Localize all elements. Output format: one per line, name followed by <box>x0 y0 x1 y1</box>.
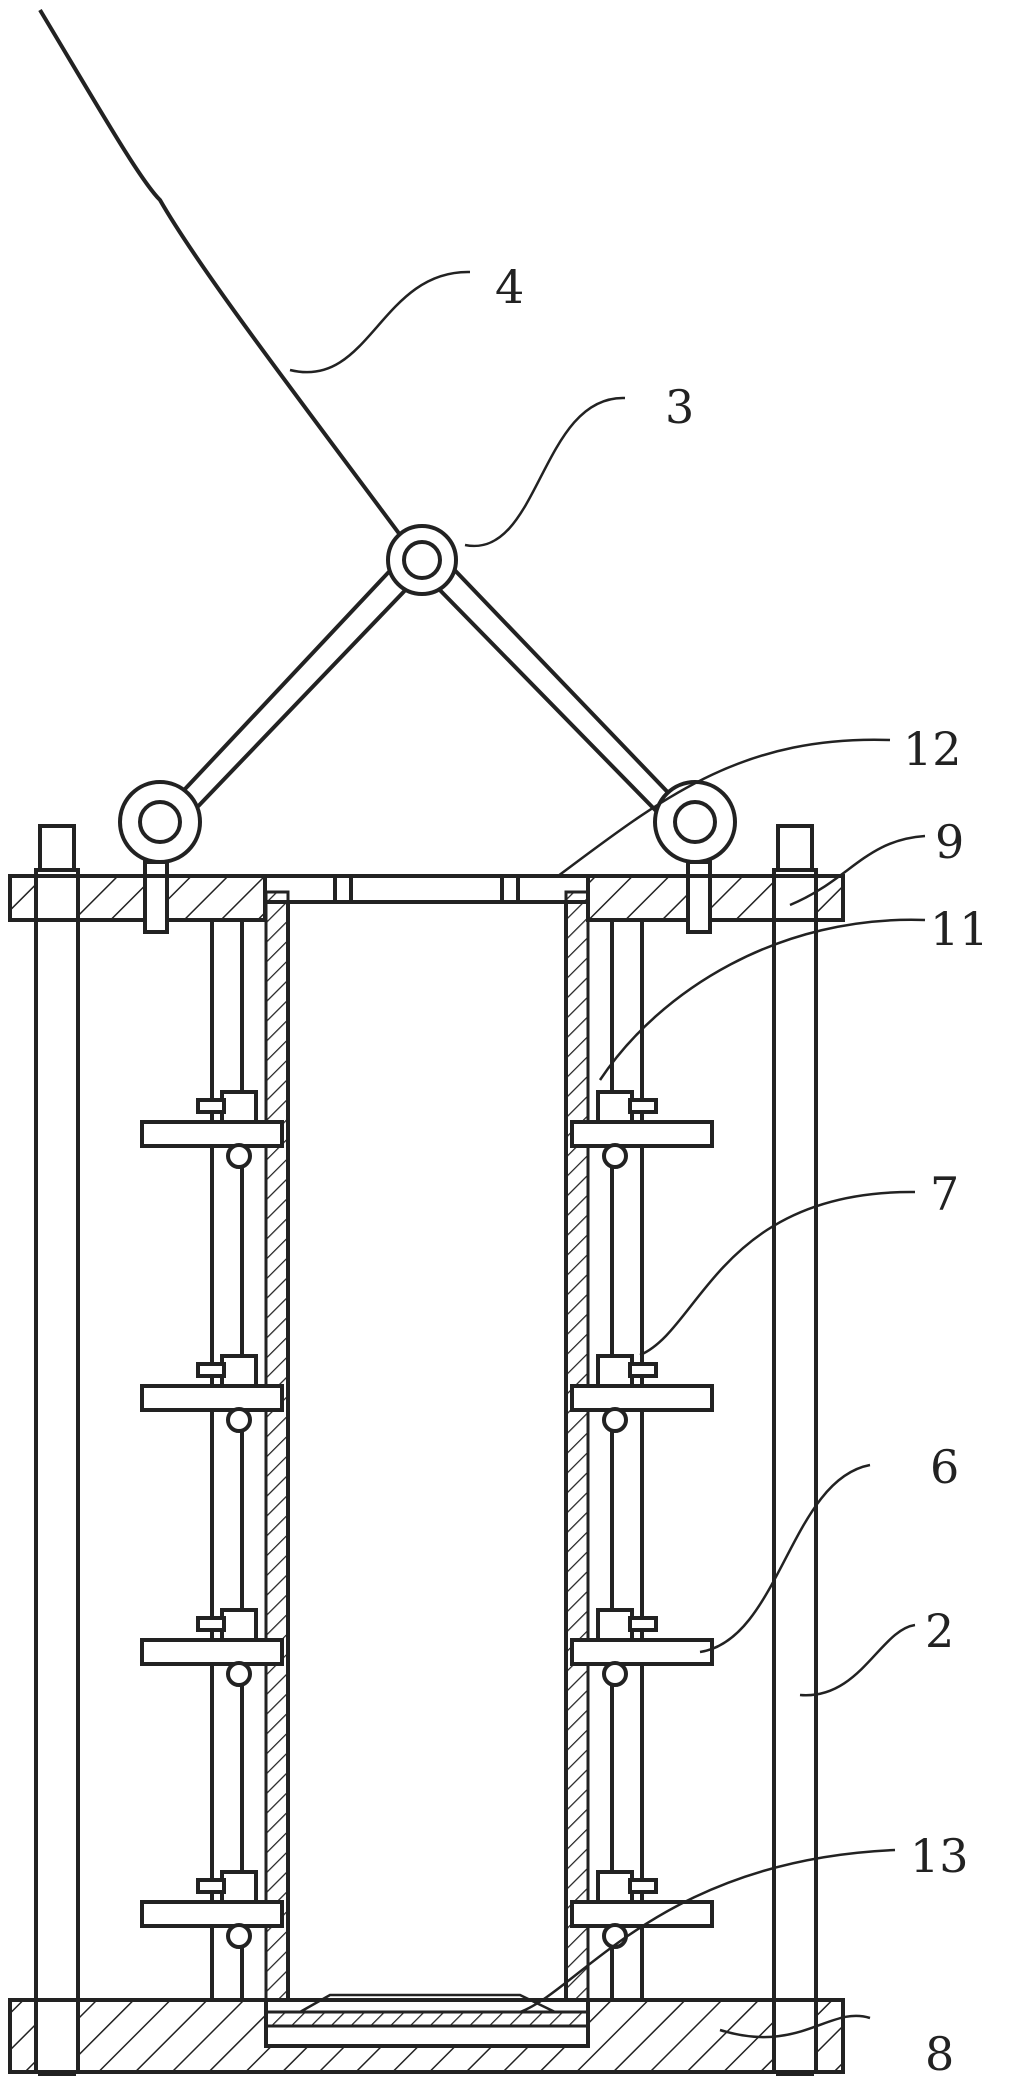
label-8: 8 <box>925 2027 954 2081</box>
hoisting-cable <box>38 8 417 557</box>
top-ring <box>263 874 590 904</box>
label-11: 11 <box>930 902 989 956</box>
leader-line-3 <box>464 396 626 548</box>
leader-line-7 <box>639 1190 916 1357</box>
label-6: 6 <box>930 1440 959 1494</box>
leader-line-8 <box>719 2014 871 2039</box>
tie-rod-right <box>772 824 818 2076</box>
leader-line-4 <box>289 270 471 374</box>
label-2: 2 <box>925 1604 954 1658</box>
support-arm-left-3 <box>140 1608 284 1687</box>
label-9: 9 <box>935 815 964 869</box>
leader-line-9 <box>789 834 926 907</box>
leader-line-13 <box>519 1848 896 2014</box>
sling-leg-right <box>443 558 682 807</box>
sling-leg-right-inner <box>428 578 667 822</box>
label-13: 13 <box>910 1829 969 1883</box>
guide-column-left <box>210 918 244 2002</box>
support-arm-right-1 <box>570 1090 714 1169</box>
label-12: 12 <box>903 722 962 776</box>
sling-leg-left-inner <box>183 578 417 822</box>
support-arm-left-1 <box>140 1090 284 1169</box>
support-arm-left-4 <box>140 1870 284 1949</box>
lifting-ring <box>386 524 458 596</box>
support-arm-right-2 <box>570 1354 714 1433</box>
sling-leg-left <box>168 558 402 807</box>
leader-line-12 <box>557 738 891 878</box>
support-arm-right-3 <box>570 1608 714 1687</box>
support-arm-left-2 <box>140 1354 284 1433</box>
tie-rod-left <box>34 824 80 2076</box>
guide-column-right <box>610 918 644 2002</box>
leader-line-2 <box>799 1623 916 1697</box>
label-4: 4 <box>495 260 524 314</box>
support-arm-right-4 <box>570 1870 714 1949</box>
inner-cylinder <box>264 890 590 2014</box>
label-7: 7 <box>930 1167 959 1221</box>
label-3: 3 <box>665 380 694 434</box>
leader-line-11 <box>598 918 926 1081</box>
leader-line-6 <box>699 1463 871 1654</box>
